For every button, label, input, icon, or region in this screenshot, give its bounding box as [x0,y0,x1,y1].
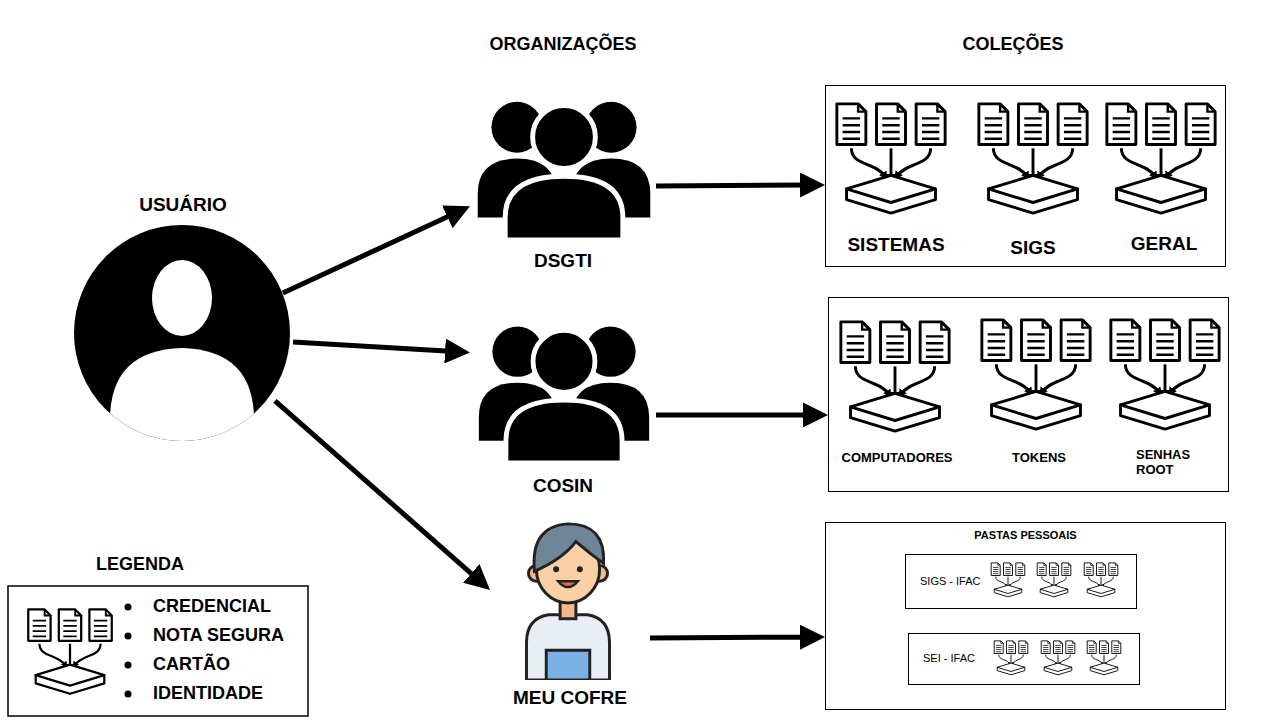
collection-icon [1087,641,1121,675]
collection-node: SISTEMAS [831,86,961,263]
group-icon [479,327,649,463]
collection-icon [991,563,1025,597]
vault-node: MEU COFRE [490,510,650,714]
organization-node: DSGTI [470,85,656,277]
collection-node: SIGS [968,86,1098,266]
node-label: SEI - IFAC [923,652,975,665]
collection-group-box: SISTEMAS SIGS GERAL [825,85,1226,267]
node-label: SIGS [1010,237,1055,260]
node-label: MEU COFRE [513,687,627,710]
connector-arrow [275,401,475,577]
collection-icon [1084,563,1118,597]
collection-icon [837,104,945,213]
connector-arrow [283,215,452,293]
connector-arrow [656,183,805,189]
folder-box: SEI - IFAC [908,633,1140,685]
connector-arrow [293,342,450,351]
collection-icon [994,641,1028,675]
node-label: PASTAS PESSOAIS [974,529,1076,542]
section-heading: ORGANIZAÇÕES [489,34,636,56]
node-label: SIGS - IFAC [920,575,981,588]
connector-arrow [650,635,805,641]
legend-entry: CREDENCIAL [153,596,271,618]
node-label: DSGTI [534,250,592,273]
collection-node: COMPUTADORES [833,298,961,470]
user-node: USUÁRIO [70,190,296,445]
collection-icon [1037,563,1071,597]
collection-icon [1107,104,1215,213]
connector-arrow [656,412,808,417]
node-label: TOKENS [1012,450,1066,466]
organization-node: COSIN [470,312,656,502]
collection-node: TOKENS [979,298,1099,470]
bullet [125,691,132,698]
node-label: GERAL [1131,233,1198,256]
collection-icon [1111,320,1219,429]
collection-node: GERAL [1104,86,1224,262]
node-label: USUÁRIO [139,194,227,217]
legend-entry: NOTA SEGURA [153,625,284,647]
bullet [125,662,132,669]
legend-box [8,586,308,716]
legend-entry: CARTÃO [153,654,230,676]
node-label: COSIN [533,475,593,498]
legend-icon [28,609,112,693]
personal-folders-box: PASTAS PESSOAIS SIGS - IFAC SEI - IFAC [825,522,1226,710]
node-label: SENHAS ROOT [1136,447,1198,478]
collection-icon [982,320,1090,429]
collection-node: SENHAS ROOT [1111,298,1223,482]
folder-box: SIGS - IFAC [905,554,1137,609]
legend-entry: IDENTIDADE [153,683,263,705]
user-body [110,348,254,450]
node-label: SISTEMAS [847,234,944,257]
section-heading: COLEÇÕES [962,34,1063,56]
bullet [125,633,132,640]
user-silhouette [110,260,254,450]
person-icon [526,524,609,680]
collection-icon [1041,641,1075,675]
collection-icon [979,104,1087,213]
bullet [125,604,132,611]
node-label: COMPUTADORES [842,450,953,466]
collection-group-box: COMPUTADORES TOKENS SENHAS ROOT [828,297,1229,492]
group-icon [478,102,651,240]
collection-icon [841,322,949,431]
section-heading: LEGENDA [96,554,184,576]
user-head [152,260,212,336]
